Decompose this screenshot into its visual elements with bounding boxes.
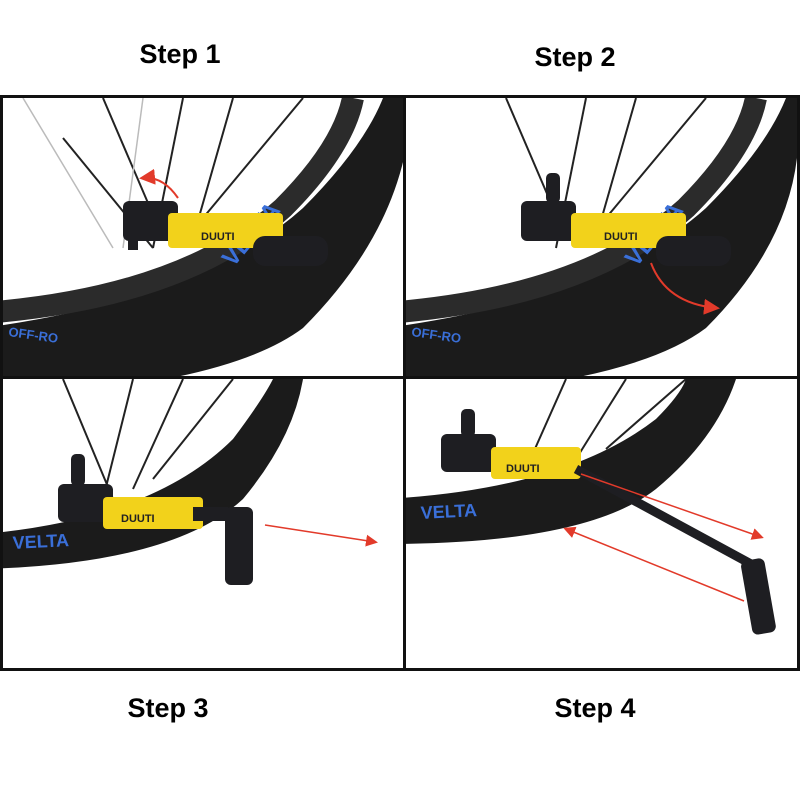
push-arrow bbox=[264, 524, 378, 547]
step-4-panel: VELTA DUUTI bbox=[403, 376, 800, 671]
pump-brand: DUUTI bbox=[121, 513, 155, 525]
step-3-illustration: VELTA DUUTI bbox=[3, 379, 378, 585]
step-4-illustration: VELTA DUUTI bbox=[406, 379, 776, 635]
step-1-illustration: OFF-RO VELTA DUUTI bbox=[3, 98, 404, 377]
step-1-panel: OFF-RO VELTA DUUTI bbox=[0, 95, 407, 380]
tire-text: OFF-RO bbox=[411, 324, 462, 346]
tire-text-2: VELTA bbox=[420, 500, 477, 523]
pump-brand: DUUTI bbox=[506, 463, 540, 475]
pump: DUUTI bbox=[58, 454, 253, 585]
pump: DUUTI bbox=[441, 409, 776, 635]
step-3-label: Step 3 bbox=[127, 693, 209, 723]
step-3-panel: VELTA DUUTI bbox=[0, 376, 407, 671]
pump: DUUTI bbox=[521, 173, 731, 266]
spokes bbox=[62, 379, 234, 500]
tire-text-2: VELTA bbox=[12, 530, 69, 553]
step-2-panel: OFF-RO VELTA DUUTI bbox=[403, 95, 800, 380]
step-1-label: Step 1 bbox=[139, 39, 221, 69]
push-arrow bbox=[580, 473, 764, 540]
pump-brand: DUUTI bbox=[604, 231, 638, 243]
tire bbox=[406, 379, 736, 544]
step-4-label: Step 4 bbox=[554, 693, 636, 723]
step-2-illustration: OFF-RO VELTA DUUTI bbox=[406, 98, 797, 377]
tire-text: OFF-RO bbox=[8, 324, 59, 346]
tire bbox=[3, 98, 404, 377]
step-2-label: Step 2 bbox=[534, 42, 616, 72]
pump: DUUTI bbox=[123, 201, 328, 266]
rotate-arrow bbox=[139, 168, 179, 199]
pull-arrow bbox=[563, 526, 745, 602]
pump-brand: DUUTI bbox=[201, 231, 235, 243]
pull-arrow bbox=[650, 262, 720, 315]
tire bbox=[406, 98, 797, 377]
